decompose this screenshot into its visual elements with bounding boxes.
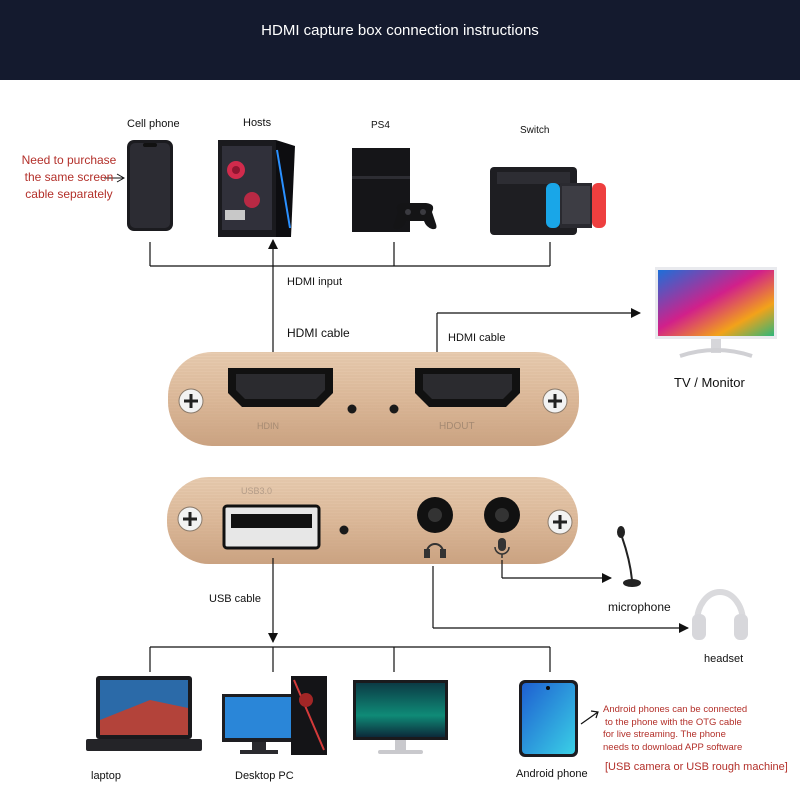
hdin-port — [228, 368, 333, 407]
hdmi-input-bus — [149, 239, 551, 356]
headphone-icon — [424, 543, 446, 558]
android-phone-icon — [519, 680, 578, 757]
header-bar: HDMI capture box connection instructions — [0, 0, 800, 80]
screw-icon — [547, 509, 573, 535]
page-title: HDMI capture box connection instructions — [261, 22, 539, 39]
screw-icon — [542, 388, 568, 414]
usb-device-note: [USB camera or USB rough machine] — [605, 761, 788, 773]
label-android-phone: Android phone — [516, 768, 588, 780]
laptop-icon — [86, 676, 202, 751]
headphone-jack — [417, 497, 453, 533]
ps4-console-icon — [352, 148, 437, 232]
hdmi-output-line — [436, 308, 641, 354]
android-note-line: Android phones can be connected — [603, 704, 748, 715]
cell-phone-icon — [127, 140, 173, 231]
label-hdin: HDIN — [257, 421, 279, 431]
label-hdmi-cable-right: HDMI cable — [448, 332, 506, 344]
label-laptop: laptop — [91, 770, 121, 782]
android-note-pointer — [580, 710, 599, 725]
usb-port — [222, 504, 321, 550]
audio-output-lines — [432, 560, 689, 633]
label-usb3: USB3.0 — [241, 486, 273, 496]
label-hdmi-input: HDMI input — [287, 276, 343, 288]
capture-box-back — [167, 477, 578, 564]
label-desktop-pc: Desktop PC — [235, 770, 294, 782]
tv-monitor-icon — [655, 267, 777, 358]
microphone-symbol-icon — [494, 538, 510, 558]
purchase-note-line: the same screen — [24, 170, 114, 184]
label-cell-phone: Cell phone — [127, 118, 180, 130]
label-switch: Switch — [520, 125, 550, 136]
android-note: Android phones can be connected to the p… — [603, 704, 747, 754]
purchase-note-line: Need to purchase — [21, 153, 117, 167]
desktop-pc-icon — [222, 676, 327, 755]
android-note-line: needs to download APP software — [603, 741, 743, 753]
purchase-note: Need to purchase the same screen cable s… — [16, 152, 122, 203]
label-ps4: PS4 — [371, 120, 390, 131]
label-hosts: Hosts — [243, 117, 272, 129]
android-note-line: for live streaming. The phone — [603, 729, 726, 740]
label-usb-cable: USB cable — [209, 593, 261, 605]
gaming-pc-icon — [218, 140, 295, 237]
mic-jack — [484, 497, 520, 533]
label-tv-monitor: TV / Monitor — [674, 375, 745, 390]
label-microphone: microphone — [608, 600, 671, 614]
headset-icon — [692, 589, 748, 640]
usb-output-bus — [149, 558, 551, 672]
monitor-icon — [353, 680, 448, 754]
android-note-line: to the phone with the OTG cable — [605, 716, 742, 728]
capture-box-front — [168, 352, 579, 446]
screw-icon — [178, 388, 204, 414]
purchase-note-line: cable separately — [25, 187, 113, 201]
label-hdmi-cable-left: HDMI cable — [287, 326, 350, 340]
label-headset: headset — [704, 653, 744, 665]
label-hdout: HDOUT — [439, 421, 475, 432]
screw-icon — [177, 506, 203, 532]
microphone-icon — [617, 526, 641, 587]
switch-console-icon — [490, 167, 606, 235]
hdout-port — [415, 368, 520, 407]
